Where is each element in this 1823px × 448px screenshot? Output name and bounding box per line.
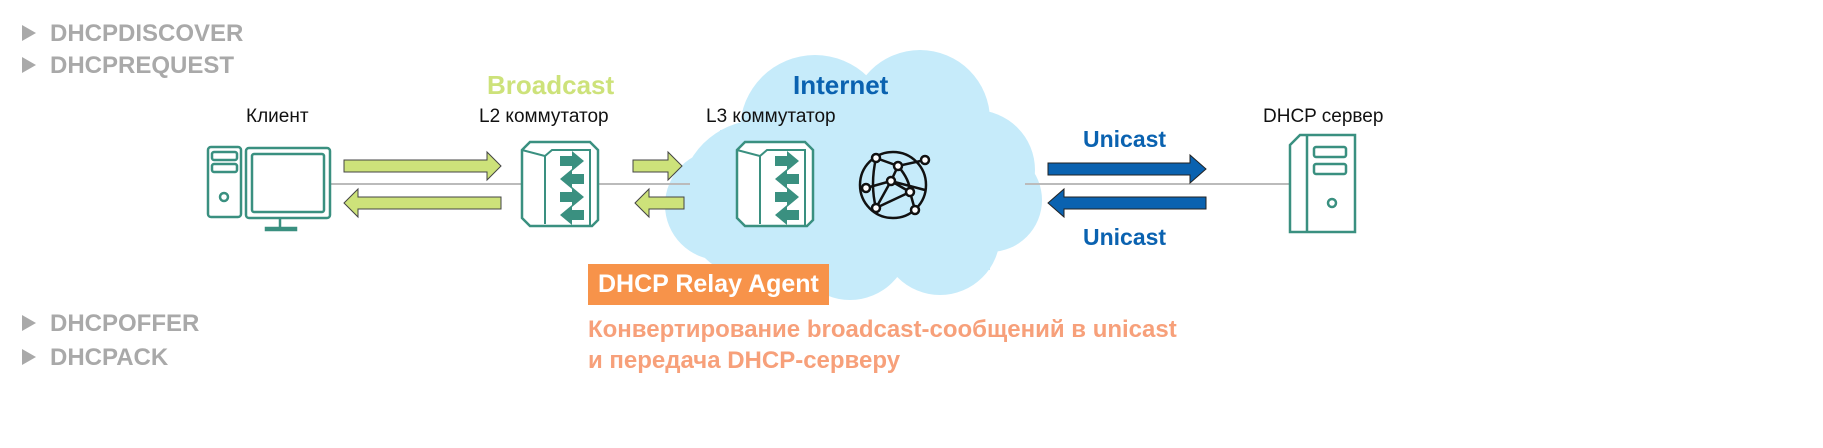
dhcp-server-icon xyxy=(1288,133,1357,234)
globe-network-icon xyxy=(858,150,931,220)
l2-switch-icon xyxy=(520,140,600,228)
relay-description-line1: Конвертирование broadcast-сообщений в un… xyxy=(588,316,1177,343)
message-dhcprequest: DHCPREQUEST xyxy=(22,52,234,80)
message-dhcpdiscover: DHCPDISCOVER xyxy=(22,20,243,48)
relay-description-line2: и передача DHCP-серверу xyxy=(588,347,901,374)
unicast-top-label: Unicast xyxy=(1083,126,1167,152)
internet-label: Internet xyxy=(793,70,889,100)
message-label: DHCPREQUEST xyxy=(50,52,235,79)
play-icon xyxy=(22,314,36,331)
l3-switch-label: L3 коммутатор xyxy=(706,106,836,127)
unicast-arrows xyxy=(1047,153,1207,219)
message-label: DHCPOFFER xyxy=(50,310,200,337)
play-icon xyxy=(22,24,36,41)
unicast-bottom-label: Unicast xyxy=(1083,224,1167,250)
message-label: DHCPDISCOVER xyxy=(50,20,244,47)
play-icon xyxy=(22,348,36,365)
broadcast-arrows xyxy=(343,150,685,219)
message-dhcpoffer: DHCPOFFER xyxy=(22,310,199,338)
play-icon xyxy=(22,56,36,73)
l2-switch-label: L2 коммутатор xyxy=(479,106,609,127)
dhcp-server-label: DHCP сервер xyxy=(1263,106,1384,127)
relay-agent-badge: DHCP Relay Agent xyxy=(588,264,829,305)
client-pc-icon xyxy=(206,145,332,232)
client-label: Клиент xyxy=(246,106,309,127)
message-dhcpack: DHCPACK xyxy=(22,344,168,372)
l3-switch-icon xyxy=(735,140,815,228)
message-label: DHCPACK xyxy=(50,344,169,371)
broadcast-label: Broadcast xyxy=(487,70,615,100)
